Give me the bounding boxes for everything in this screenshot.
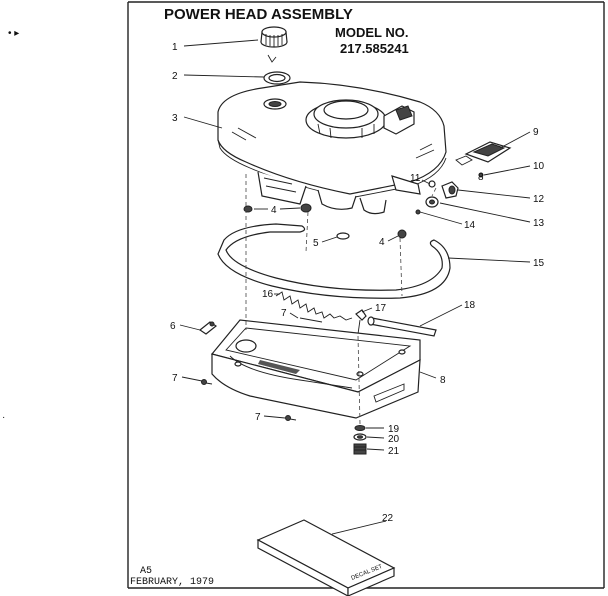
part-nut-21 — [353, 443, 367, 455]
callout-16: 16 — [262, 289, 274, 300]
callout-4b: 4 — [379, 237, 385, 248]
callout-21: 21 — [388, 446, 400, 457]
callout-14: 14 — [464, 220, 476, 231]
footer-code: A5 — [140, 566, 152, 577]
callout-22: 22 — [382, 513, 394, 524]
part-fitting-13 — [425, 196, 439, 208]
callout-10: 10 — [533, 161, 545, 172]
part-washer-14 — [415, 209, 421, 215]
callout-7c: 7 — [255, 412, 261, 423]
callout-leaders — [179, 39, 531, 535]
callout-7a: 7 — [281, 308, 287, 319]
drawing-frame — [127, 1, 605, 589]
part-starter-handle — [455, 141, 512, 166]
part-seal-15 — [217, 223, 451, 299]
hidden-lines — [245, 174, 437, 425]
callout-20: 20 — [388, 434, 400, 445]
callout-17: 17 — [375, 303, 387, 314]
part-cap-gasket — [263, 71, 291, 85]
callout-11: 11 — [410, 173, 421, 184]
part-rope-knot — [478, 172, 484, 178]
callout-4a: 4 — [271, 205, 277, 216]
model-number: 217.585241 — [340, 41, 409, 56]
part-rod-18 — [367, 316, 437, 337]
part-nut-4a — [243, 203, 312, 213]
part-plug-12 — [441, 181, 459, 199]
part-pin-17 — [355, 309, 367, 335]
part-power-head-cover — [217, 81, 447, 215]
callout-8b: 8 — [478, 172, 484, 183]
part-grommet-5 — [336, 232, 350, 240]
callout-12: 12 — [533, 194, 545, 205]
part-fuel-cap — [260, 26, 288, 63]
top-left-mark: • ▸ — [8, 28, 19, 39]
callout-15: 15 — [533, 258, 545, 269]
callout-18: 18 — [464, 300, 476, 311]
callout-1: 1 — [172, 42, 178, 53]
part-lower-pan-8 — [210, 319, 421, 419]
callout-6: 6 — [170, 321, 176, 332]
callout-7b: 7 — [172, 373, 178, 384]
part-screw-7 — [201, 317, 323, 421]
part-nut-4b — [397, 229, 407, 239]
callout-5: 5 — [313, 238, 319, 249]
callout-9: 9 — [533, 127, 539, 138]
callout-8: 8 — [440, 375, 446, 386]
callout-13: 13 — [533, 218, 545, 229]
part-clip-6 — [198, 321, 218, 335]
footer-date: FEBRUARY, 1979 — [130, 577, 214, 588]
part-spring-16 — [275, 291, 353, 321]
part-washer-19 — [354, 425, 366, 431]
model-label: MODEL NO. — [335, 25, 408, 40]
part-decal-set-22: DECAL SET — [256, 519, 396, 596]
callout-2: 2 — [172, 71, 178, 82]
part-washer-20 — [353, 433, 367, 441]
callout-19: 19 — [388, 424, 400, 435]
callout-labels: 1 2 3 4 4 5 6 7 7 7 8 8 9 10 11 12 13 14… — [170, 42, 545, 524]
diagram-title: POWER HEAD ASSEMBLY — [164, 6, 353, 23]
left-edge-mark: · — [2, 412, 5, 423]
callout-3: 3 — [172, 113, 178, 124]
